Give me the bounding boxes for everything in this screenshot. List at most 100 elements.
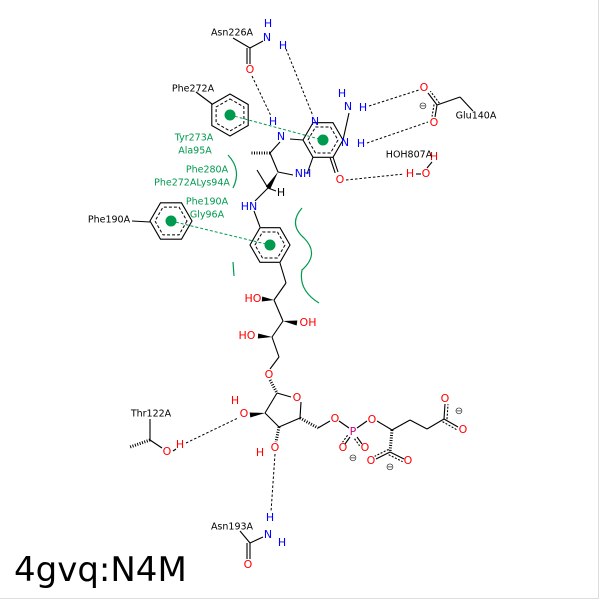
- bond: [254, 187, 269, 202]
- atom-label-n: N: [263, 31, 271, 44]
- atom-label-o: O: [163, 445, 172, 458]
- atom-label-h: H: [430, 150, 438, 163]
- residue-label-hoh807: HOH807A: [386, 150, 433, 161]
- pi-stacking-line: [229, 114, 324, 141]
- atom-label-h: H: [176, 438, 184, 451]
- atom-label-o: O: [339, 441, 348, 454]
- phe190-ring: [149, 202, 193, 240]
- hydrogen-bond: [285, 48, 314, 117]
- bond: [289, 138, 304, 141]
- bond: [273, 299, 284, 322]
- bond: [426, 418, 445, 430]
- ring-centroid-dot: [317, 134, 329, 146]
- residue-label-phe190: Phe190A: [88, 215, 131, 226]
- bond: [256, 169, 269, 189]
- bond: [391, 419, 411, 431]
- atom-label-minus: ⊖: [455, 406, 463, 417]
- atom-label-h: H: [266, 511, 274, 524]
- atom-label-p: P: [350, 425, 357, 438]
- ring-centroid-dot: [165, 215, 177, 227]
- wedge-bond: [265, 172, 278, 190]
- atom-label-o: O: [265, 368, 274, 381]
- ring-outline: [249, 227, 291, 263]
- delocalized-bond: [429, 90, 440, 104]
- atom-label-h: H: [279, 39, 287, 52]
- atom-label-o: O: [367, 454, 376, 467]
- aromatic-rings: [149, 93, 344, 263]
- atom-label-minus: ⊖: [419, 101, 427, 112]
- hydrophobic-arc: [294, 207, 320, 304]
- bond: [317, 420, 331, 429]
- bond: [264, 392, 278, 414]
- bond: [277, 171, 294, 176]
- atom-label-o: O: [422, 167, 431, 180]
- atom-label-nh: NH: [295, 167, 312, 180]
- hydrophobic-label: Tyr273A: [174, 133, 214, 144]
- atom-label-ho: HO: [239, 329, 256, 342]
- hydrophobic-arc: [227, 154, 238, 189]
- diagram-title: 4gvq:N4M: [14, 550, 187, 590]
- bond: [264, 412, 280, 428]
- bond: [273, 282, 287, 301]
- atom-label-o: O: [293, 391, 302, 404]
- hydrophobic-arc: [232, 261, 235, 277]
- bond: [459, 96, 474, 112]
- wedge-bond: [283, 320, 298, 326]
- double-bond: [332, 156, 339, 173]
- atom-label-o: O: [336, 173, 345, 186]
- atom-label-o: O: [331, 412, 340, 425]
- delocalized-bond: [434, 104, 438, 118]
- bond: [149, 439, 163, 449]
- hydrogen-bond: [345, 173, 405, 181]
- bond: [356, 420, 368, 429]
- atom-label-h: H: [277, 186, 285, 199]
- hydrophobic-label: Phe190A: [186, 197, 229, 208]
- hashed-bond: [129, 438, 151, 449]
- bond: [269, 152, 279, 173]
- delocalized-bond: [342, 434, 349, 443]
- ring-centroid-dot: [264, 239, 276, 251]
- atom-label-ho: HO: [245, 292, 262, 305]
- bond: [253, 210, 261, 228]
- atom-label-h: H: [359, 101, 367, 114]
- hydrogen-bond: [185, 417, 239, 444]
- bond: [172, 448, 177, 452]
- hashed-bond: [388, 429, 394, 453]
- delocalized-bond: [431, 104, 435, 117]
- bond: [279, 262, 287, 284]
- atom-label-o: O: [244, 558, 253, 571]
- bond: [409, 419, 428, 430]
- hydrophobic-arcs: [227, 154, 320, 304]
- atom-label-h: H: [406, 167, 414, 180]
- delocalized-bond: [427, 92, 438, 106]
- residue-label-asn226: Asn226A: [211, 28, 254, 39]
- residue-label-glu140: Glu140A: [456, 111, 497, 122]
- delocalized-bond: [442, 421, 457, 431]
- bond: [299, 401, 302, 419]
- bond: [249, 536, 264, 544]
- atom-label-h: H: [278, 536, 286, 549]
- atom-label-h: H: [256, 446, 264, 459]
- ring-outline: [302, 122, 344, 158]
- atom-label-minus: ⊖: [386, 462, 394, 473]
- bond: [249, 40, 264, 49]
- atom-label-hn: HN: [241, 200, 258, 213]
- atom-label-oh: OH: [300, 316, 317, 329]
- ring-aromatic-circle: [215, 98, 245, 132]
- hashed-bond: [268, 379, 279, 394]
- atom-label-h: H: [357, 137, 365, 150]
- hydrophobic-label: Ala95A: [178, 146, 212, 157]
- wedge-bond: [257, 333, 272, 339]
- atom-label-h: H: [269, 115, 277, 128]
- atom-label-o: O: [361, 441, 370, 454]
- bond: [239, 530, 251, 544]
- atom-label-o: O: [368, 413, 377, 426]
- delocalized-bond: [446, 404, 449, 420]
- atom-label-o: O: [420, 81, 429, 94]
- hashed-bond: [274, 426, 281, 443]
- bond: [269, 141, 281, 154]
- bond: [306, 156, 314, 175]
- delocalized-bond: [388, 454, 403, 463]
- wedge-bond: [249, 412, 265, 418]
